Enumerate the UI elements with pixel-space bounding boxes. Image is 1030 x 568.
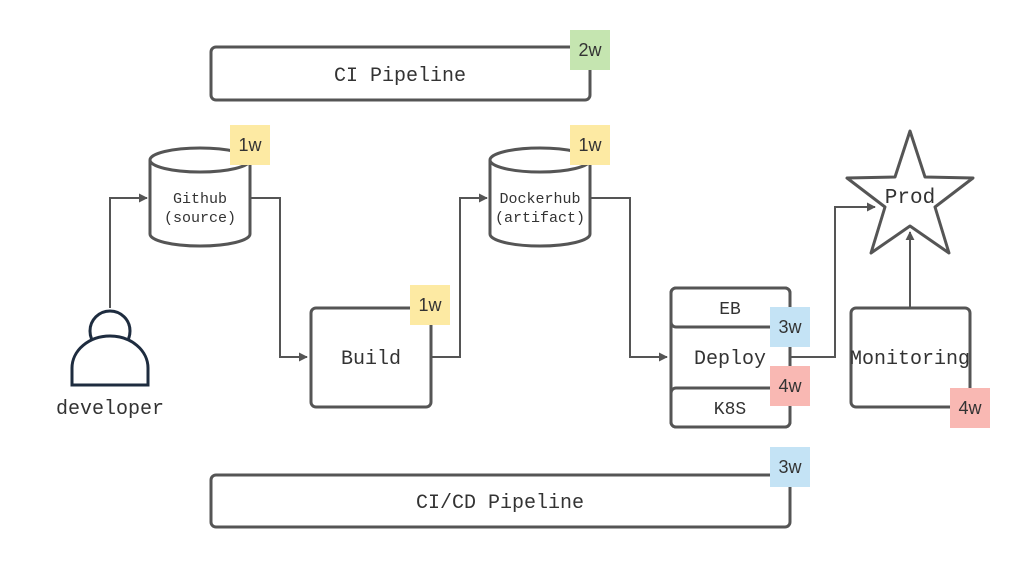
deploy-label: Deploy bbox=[694, 348, 766, 371]
github-label-line2: (source) bbox=[164, 210, 236, 227]
edge-developer-to-github bbox=[109, 193, 148, 308]
dockerhub-database[interactable]: Dockerhub (artifact) bbox=[488, 146, 592, 248]
developer-actor[interactable]: developer bbox=[56, 309, 164, 421]
monitoring-label: Monitoring bbox=[850, 348, 970, 371]
note-background bbox=[570, 30, 610, 70]
monitoring-estimate-note: 4w bbox=[950, 388, 990, 428]
github-label-line1: Github bbox=[173, 191, 227, 208]
ci-pipeline-estimate-note: 2w bbox=[570, 30, 610, 70]
k8s-estimate: 4w bbox=[778, 376, 802, 396]
k8s-label: K8S bbox=[714, 400, 746, 420]
build-box[interactable]: Build bbox=[309, 306, 433, 409]
eb-estimate: 3w bbox=[778, 317, 802, 337]
edge-github-to-build bbox=[250, 197, 308, 362]
edge-build-to-dockerhub bbox=[432, 193, 488, 358]
ci-pipeline-label: CI Pipeline bbox=[334, 65, 466, 88]
cicd-pipeline-bar[interactable]: CI/CD Pipeline bbox=[209, 473, 792, 529]
database-icon-body bbox=[148, 160, 252, 248]
build-estimate: 1w bbox=[418, 295, 442, 315]
monitoring-estimate: 4w bbox=[958, 398, 982, 418]
dockerhub-estimate-note: 1w bbox=[570, 125, 610, 165]
k8s-box[interactable]: K8S bbox=[669, 386, 792, 429]
build-label: Build bbox=[341, 348, 401, 371]
prod-label: Prod bbox=[885, 187, 935, 210]
dockerhub-label-line2: (artifact) bbox=[495, 210, 585, 227]
dockerhub-estimate: 1w bbox=[578, 135, 602, 155]
star-icon bbox=[845, 129, 975, 255]
database-icon-body bbox=[488, 160, 592, 248]
build-estimate-note: 1w bbox=[410, 285, 450, 325]
monitoring-box[interactable]: Monitoring bbox=[849, 306, 972, 409]
eb-label: EB bbox=[719, 300, 741, 320]
cicd-pipeline-label: CI/CD Pipeline bbox=[416, 492, 584, 515]
github-estimate: 1w bbox=[238, 135, 262, 155]
k8s-estimate-note: 4w bbox=[770, 366, 810, 406]
ci-pipeline-estimate: 2w bbox=[578, 40, 602, 60]
edge-dockerhub-to-deploy bbox=[590, 197, 668, 362]
eb-estimate-note: 3w bbox=[770, 307, 810, 347]
cicd-pipeline-estimate: 3w bbox=[778, 457, 802, 477]
dockerhub-label-line1: Dockerhub bbox=[499, 191, 580, 208]
github-database[interactable]: Github (source) bbox=[148, 146, 252, 248]
prod-star[interactable]: Prod bbox=[845, 129, 975, 255]
edge-deploy-to-prod bbox=[790, 202, 876, 358]
cicd-pipeline-estimate-note: 3w bbox=[770, 447, 810, 487]
ci-pipeline-bar[interactable]: CI Pipeline bbox=[209, 45, 592, 102]
person-icon-body bbox=[70, 334, 150, 387]
developer-label: developer bbox=[56, 398, 164, 421]
github-estimate-note: 1w bbox=[230, 125, 270, 165]
